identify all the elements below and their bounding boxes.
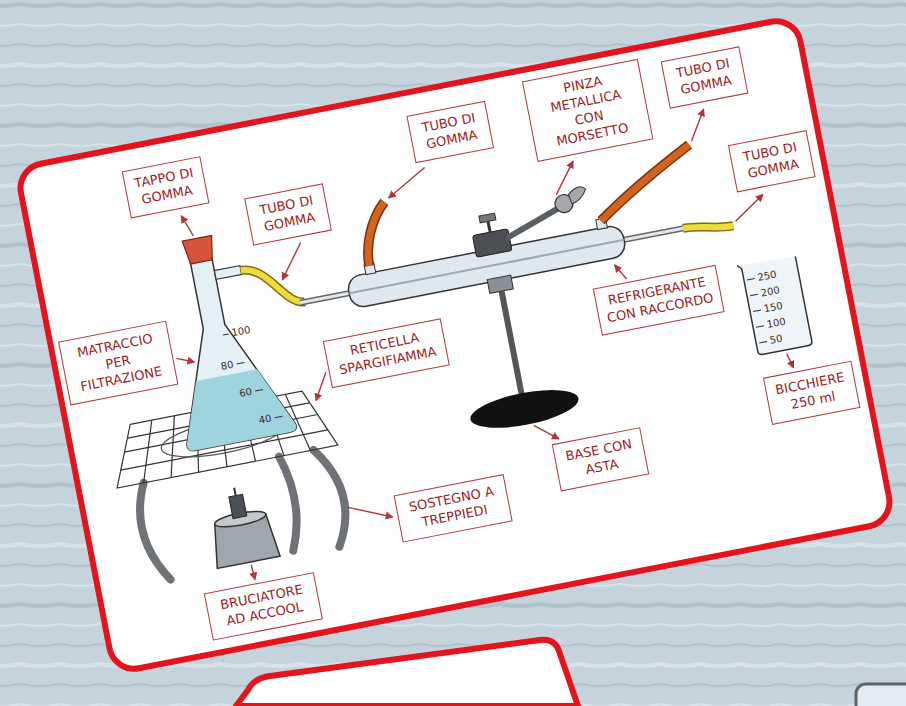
clamp (467, 186, 594, 258)
rubber-tube (683, 219, 733, 235)
waves (0, 4, 906, 706)
label-box: PINZA METALLICA CON MORSETTO (522, 59, 653, 162)
stand (445, 267, 582, 435)
part-name: BRUCIATORE AD ACCOOL (212, 580, 315, 632)
label-box: BASE CON ASTA (552, 427, 649, 491)
tripod (134, 446, 353, 583)
graduation-number: 60 (238, 386, 253, 400)
part-name: BASE CON ASTA (560, 435, 641, 483)
graduation-number: 80 (220, 359, 235, 373)
label-box: BICCHIERE 250 ml (763, 361, 860, 425)
corner-panel (856, 684, 906, 706)
graduation-number: 40 (258, 412, 273, 426)
label-box: TAPPO DI GOMMA (122, 156, 210, 218)
part-name: TUBO DI GOMMA (415, 109, 486, 155)
part-name: PINZA METALLICA CON MORSETTO (530, 67, 645, 153)
label-box: MATRACCIO PER FILTRAZIONE (58, 321, 178, 405)
label-box: TUBO DI GOMMA (728, 130, 816, 192)
label-box: REFRIGERANTE CON RACCORDO (593, 265, 725, 336)
part-name: RETICELLA SPARGIFIAMMA (331, 326, 441, 379)
part-name: BICCHIERE 250 ml (771, 369, 852, 417)
alcohol-burner (203, 482, 280, 569)
rubber-tube (590, 145, 700, 221)
part-name: REFRIGERANTE CON RACCORDO (601, 273, 716, 327)
rubber-tube (683, 219, 733, 235)
part-name: TUBO DI GOMMA (252, 191, 323, 237)
label-box: TUBO DI GOMMA (661, 46, 749, 108)
filter-flask (148, 227, 297, 452)
label-box: BRUCIATORE AD ACCOOL (204, 572, 323, 640)
graduation-number: 50 (769, 333, 784, 347)
part-name: MATRACCIO PER FILTRAZIONE (66, 329, 170, 397)
rubber-tube (358, 202, 396, 266)
wave-line (0, 4, 906, 6)
label-box: TUBO DI GOMMA (406, 101, 494, 163)
label-box: SOSTEGNO A TREPPIEDI (394, 474, 513, 542)
part-name: TUBO DI GOMMA (736, 138, 807, 184)
part-name: TAPPO DI GOMMA (130, 164, 201, 210)
part-name: TUBO DI GOMMA (669, 54, 740, 100)
beaker (737, 254, 812, 356)
label-box: RETICELLA SPARGIFIAMMA (323, 318, 450, 388)
rubber-tube (590, 145, 700, 221)
rubber-tube (241, 260, 305, 313)
second-card (236, 640, 578, 706)
graduation-number: 100 (231, 324, 252, 339)
rubber-tube (358, 202, 396, 266)
leader-arrows (149, 101, 817, 586)
label-box: TUBO DI GOMMA (244, 183, 332, 245)
rubber-tube (241, 260, 305, 313)
part-name: SOSTEGNO A TREPPIEDI (402, 482, 505, 534)
